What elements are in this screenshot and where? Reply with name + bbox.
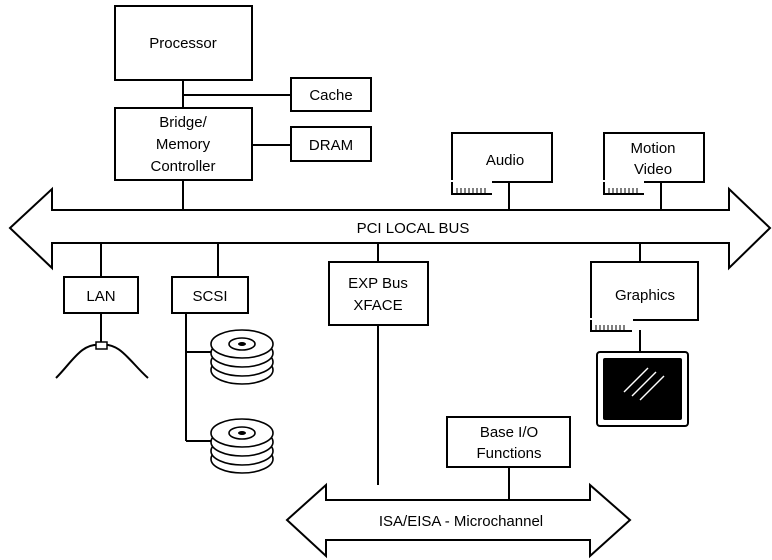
video-card-edge-connector (608, 188, 638, 194)
cache-node: Cache (290, 77, 372, 112)
disk-drive-icon (210, 329, 274, 385)
pci-bus-arrow (8, 186, 772, 271)
audio-label: Audio (486, 152, 524, 169)
lan-node: LAN (63, 276, 139, 314)
processor-label: Processor (149, 35, 217, 52)
graphics-label: Graphics (615, 287, 675, 304)
motion-video-card-node: Motion Video (602, 132, 705, 195)
isa-bus-arrow (285, 482, 632, 559)
processor-node: Processor (114, 5, 253, 81)
pci-bus-label: PCI LOCAL BUS (357, 220, 470, 237)
dram-node: DRAM (290, 126, 372, 162)
cache-label: Cache (309, 87, 352, 104)
isa-bus-label: ISA/EISA - Microchannel (379, 513, 543, 530)
scsi-label: SCSI (192, 288, 227, 305)
scsi-node: SCSI (171, 276, 249, 314)
monitor-icon (596, 351, 689, 427)
wires (100, 80, 662, 500)
exp-bus-label-line1: EXP Bus (348, 275, 408, 292)
bridge-label-line2: Memory (156, 136, 211, 153)
audio-card-edge-connector (456, 188, 486, 194)
exp-bus-xface-node: EXP Bus XFACE (328, 261, 429, 326)
pci-local-bus: PCI LOCAL BUS (8, 186, 772, 271)
bridge-label-line1: Bridge/ (159, 114, 207, 131)
bridge-memory-controller-node: Bridge/ Memory Controller (114, 107, 253, 181)
bridge-label-line3: Controller (150, 158, 215, 175)
isa-eisa-bus: ISA/EISA - Microchannel (285, 482, 632, 559)
exp-bus-label-line2: XFACE (353, 297, 402, 314)
dram-label: DRAM (309, 137, 353, 154)
graphics-card-node: Graphics (589, 261, 699, 332)
network-cable-icon (55, 341, 149, 379)
base-io-label-line2: Functions (476, 445, 541, 462)
base-io-label-line1: Base I/O (480, 424, 538, 441)
audio-card-node: Audio (450, 132, 553, 195)
motion-video-label-line1: Motion (630, 140, 675, 157)
base-io-functions-node: Base I/O Functions (446, 416, 571, 468)
motion-video-label-line2: Video (634, 161, 672, 178)
disk-drive-icon (210, 418, 274, 474)
lan-label: LAN (86, 288, 115, 305)
graphics-card-edge-connector (595, 325, 625, 331)
